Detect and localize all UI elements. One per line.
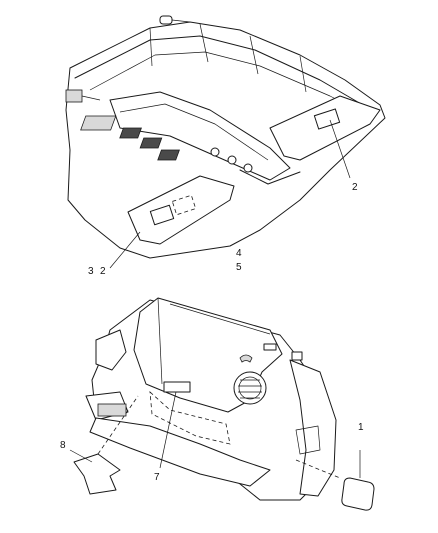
instrument-panel-assembly (85, 297, 337, 501)
callout-2-top: 2 (352, 182, 358, 193)
top-leader-lines (109, 119, 351, 269)
leader-7 (159, 391, 177, 469)
callout-3: 3 (88, 266, 94, 277)
callout-7: 7 (154, 472, 160, 483)
part-1-label-plate (295, 450, 375, 511)
headliner-assembly (65, 15, 386, 259)
callout-4: 4 (236, 248, 242, 259)
callout-1: 1 (358, 422, 364, 433)
callout-8: 8 (60, 440, 66, 451)
part-8-bracket (69, 395, 139, 495)
callout-5: 5 (236, 262, 242, 273)
callout-2-left: 2 (100, 266, 106, 277)
